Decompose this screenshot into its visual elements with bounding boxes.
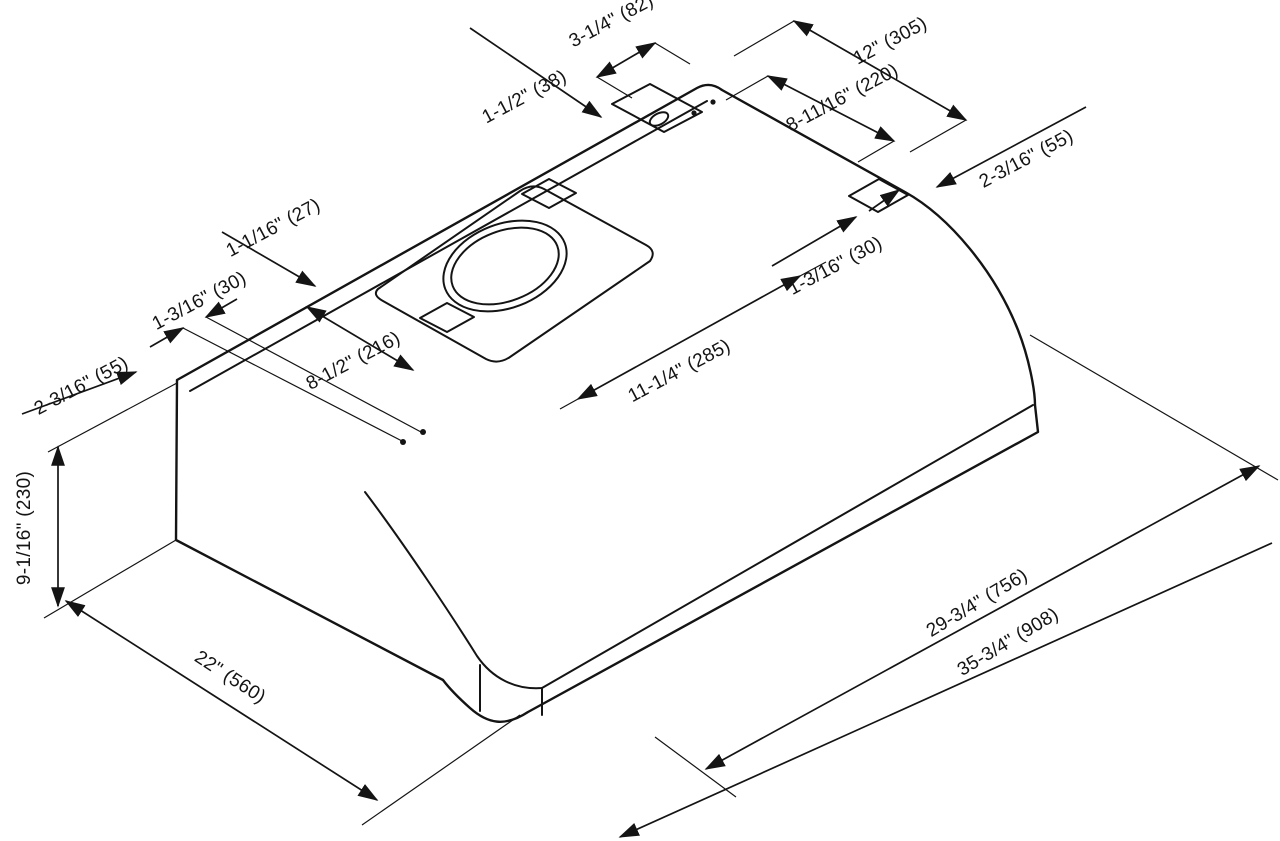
- dim-line-1-1-16: [221, 231, 317, 287]
- dim-line-2-3-16-r2: [868, 189, 901, 212]
- dim-line-1-3-16-l1: [149, 327, 185, 348]
- dim-line-29-3-4: [704, 465, 1261, 770]
- dim-label-vent-offset-from-rear: 8-1/2" (216): [303, 328, 404, 395]
- dim-line-2-3-16-r: [935, 106, 1087, 188]
- mounting-holes: [400, 99, 716, 445]
- vent-hole-inner: [450, 226, 560, 306]
- dim-line-12: [792, 20, 968, 121]
- mounting-tab-rear: [611, 83, 703, 133]
- dim-line-11-1-4: [576, 275, 802, 400]
- dim-label-vent-offset-from-right: 11-1/4" (285): [625, 335, 734, 406]
- dim-label-corner-radius-right: 2-3/16" (55): [976, 126, 1077, 193]
- dim-line-8-11-16: [766, 75, 896, 142]
- dimension-labels: 3-1/4" (82) 12" (305) 1-1/2" (38) 8-11/1…: [14, 0, 1077, 708]
- dim-label-hood-height: 9-1/16" (230): [14, 471, 35, 585]
- dim-label-hood-depth: 22" (560): [191, 647, 270, 708]
- dim-line-1-3-16-c: [771, 216, 858, 267]
- knockout-tab-bottom: [419, 302, 475, 333]
- dim-label-keyhole-slot-offset: 1-1/2" (38): [479, 66, 570, 128]
- hood-silhouette: [174, 83, 1040, 723]
- dim-line-8-1-2: [305, 306, 415, 371]
- dim-label-corner-radius-left: 2-3/16" (55): [31, 353, 132, 420]
- vent-knockout: [374, 178, 654, 363]
- mounting-features: [400, 83, 909, 445]
- front-band-crease: [364, 404, 1034, 690]
- dim-line-1-3-16-l2: [204, 298, 238, 318]
- dim-line-2-3-16-left: [21, 371, 138, 415]
- dim-line-1-1-2: [469, 27, 603, 118]
- dim-line-35-3-4: [618, 542, 1273, 838]
- dim-line-3-1-4: [595, 42, 657, 78]
- keyhole-slot: [648, 111, 670, 127]
- dim-line-22: [64, 600, 379, 801]
- dimension-lines: [21, 20, 1273, 838]
- dim-label-knockout-tab-width: 3-1/4" (82): [566, 0, 657, 52]
- knockout-tab-top: [521, 178, 577, 209]
- rear-lip-line: [189, 100, 708, 392]
- dim-label-slot-inset-right: 1-3/16" (30): [785, 233, 886, 300]
- knockout-outline: [374, 185, 654, 363]
- band-seam-ticks: [479, 664, 543, 716]
- mounting-tab-right: [848, 178, 909, 213]
- dim-label-slot-to-slot-offset: 8-11/16" (220): [783, 60, 902, 137]
- hood-body: [174, 83, 1040, 723]
- dim-label-rear-lip-width: 1-1/16" (27): [223, 195, 324, 262]
- vent-hole-outer: [442, 219, 568, 313]
